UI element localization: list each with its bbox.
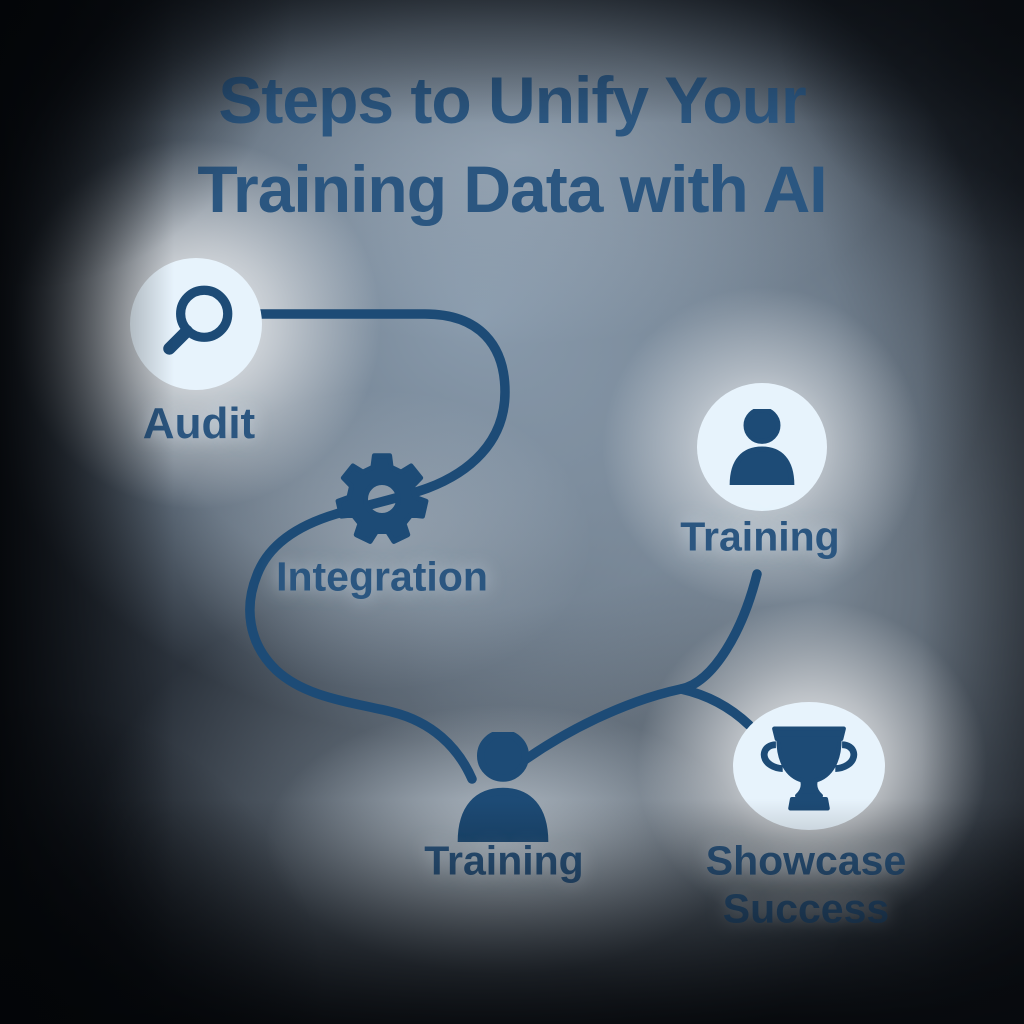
showcase-label-line1: Showcase [705,837,907,884]
showcase-label-line2: Success [722,885,890,932]
showcase-badge [733,702,885,830]
gear-icon [335,453,429,544]
node-showcase-success [733,702,885,830]
audit-label: Audit [142,399,256,448]
training-bottom-label: Training [424,837,584,884]
node-audit [130,258,262,390]
page-title-line1: Steps to Unify Your [218,63,806,137]
page-title-line2: Training Data with AI [197,152,827,226]
integration-label: Integration [276,553,488,600]
node-training-bottom [453,732,553,842]
connector-training-bottom-to-training-right [514,569,762,769]
person-icon [729,409,795,485]
page-title: Steps to Unify Your Training Data with A… [62,56,962,234]
person-icon [457,732,549,842]
node-training-right [697,383,827,511]
training-right-label: Training [680,513,840,560]
node-integration [332,449,432,549]
trophy-icon [760,726,858,811]
training-right-badge [697,383,827,511]
magnifier-icon [163,285,233,355]
audit-badge [130,258,262,390]
